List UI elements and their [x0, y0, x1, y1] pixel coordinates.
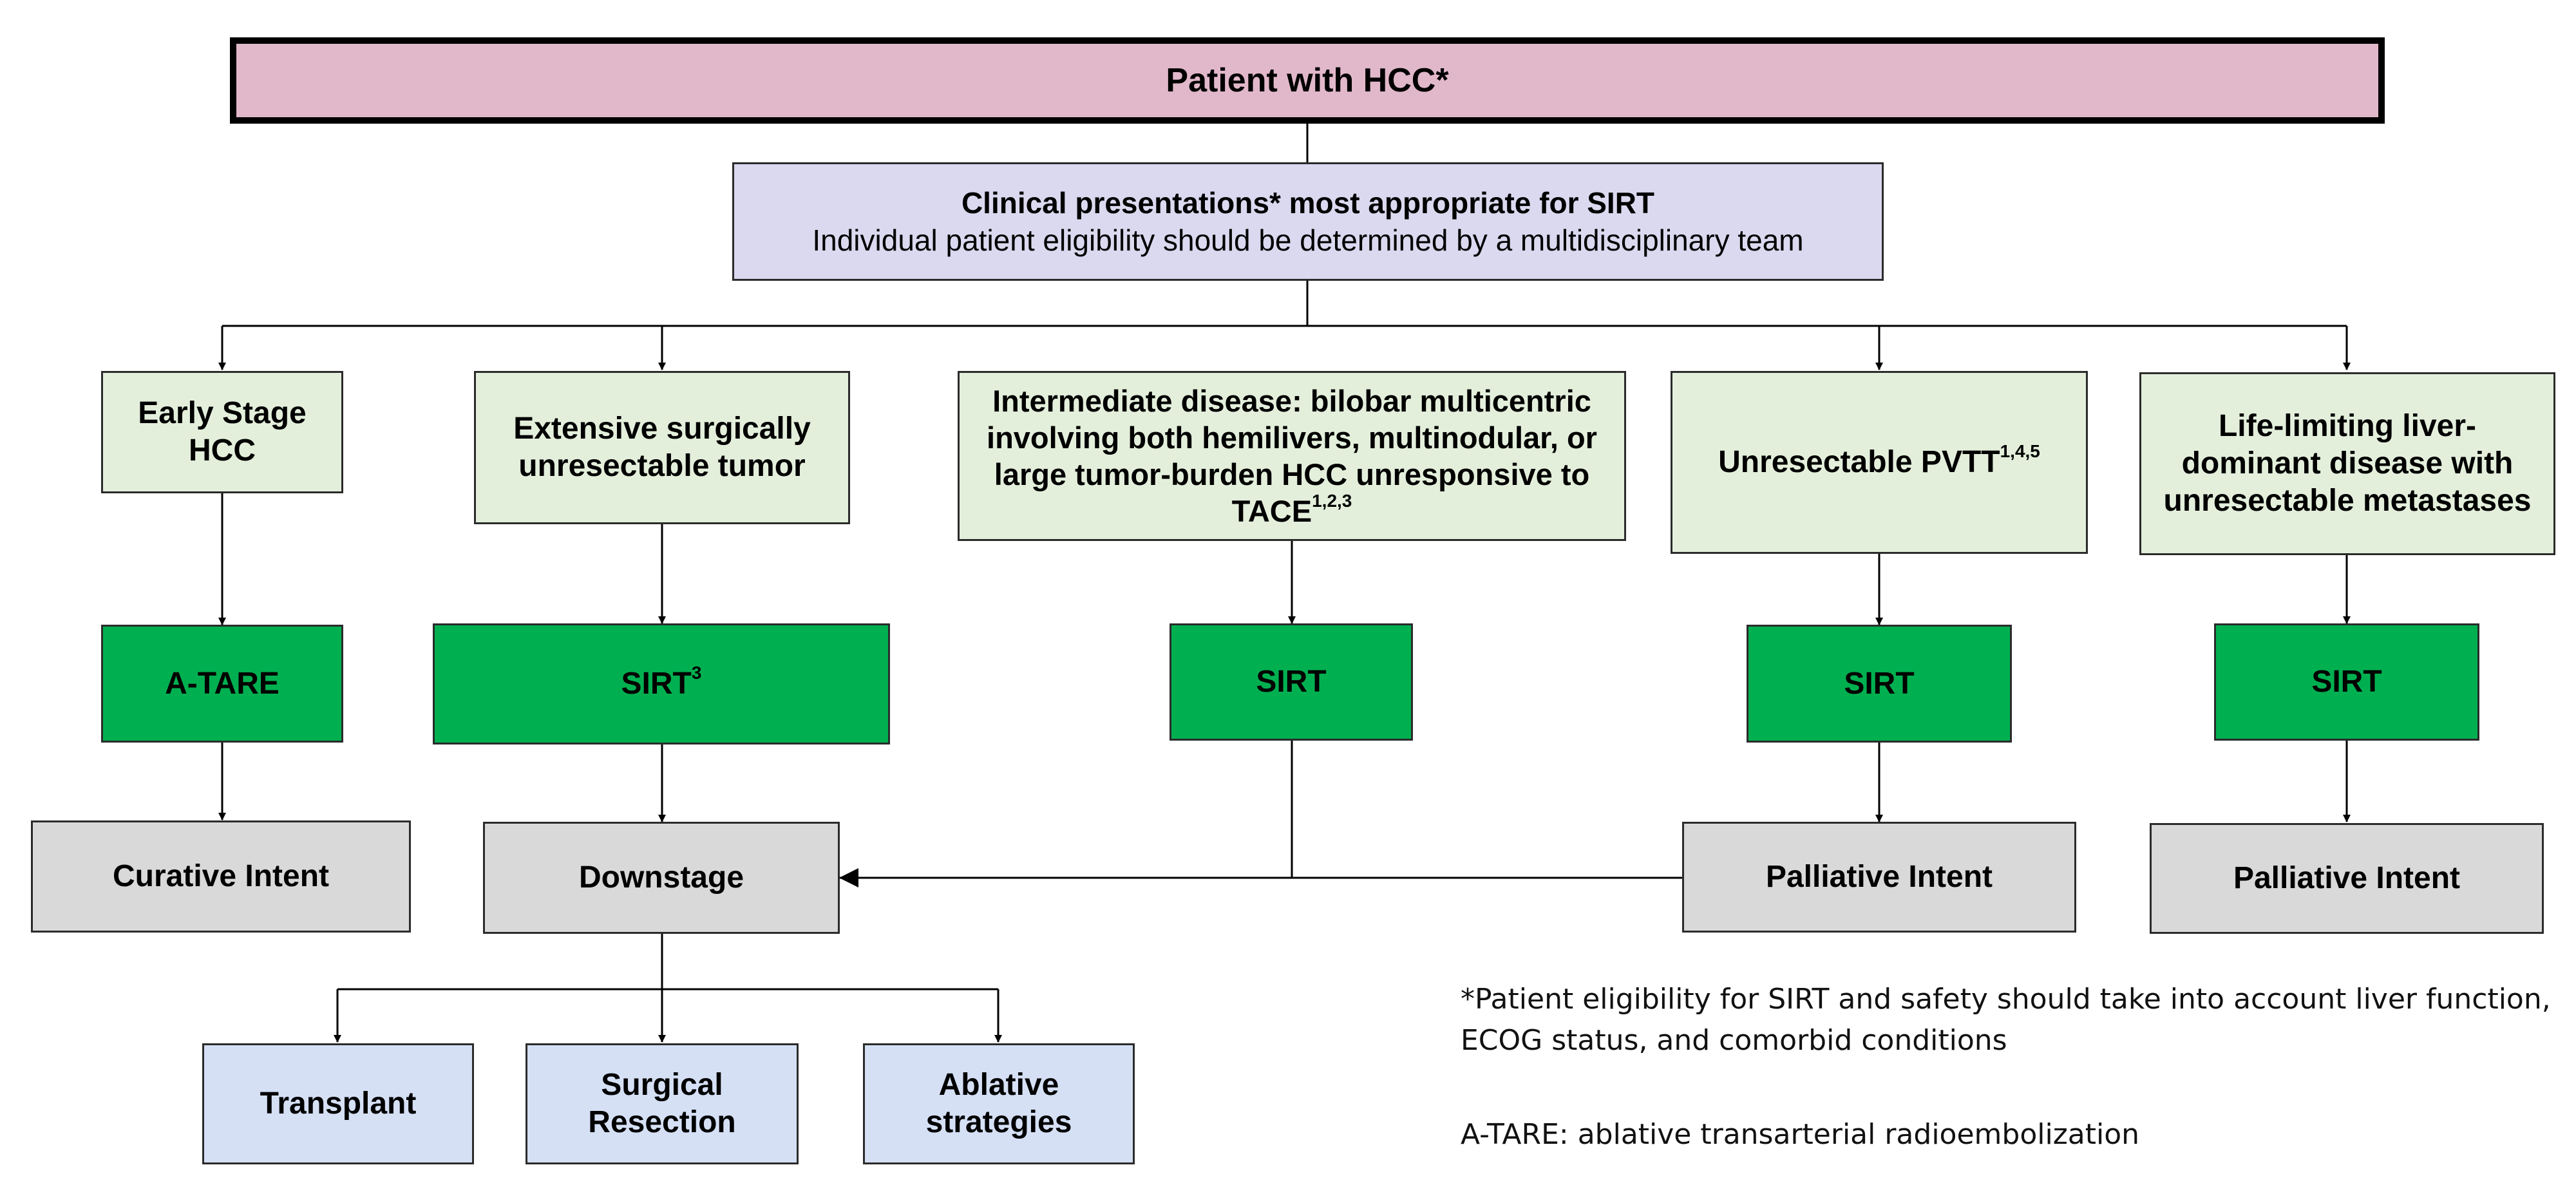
intermediate-disease-box: Intermediate disease: bilobar multicentr… — [958, 371, 1626, 541]
palliative-intent-pvtt-box: Palliative Intent — [1682, 822, 2076, 933]
clinical-presentations-box: Clinical presentations* most appropriate… — [732, 162, 1884, 281]
palliative-intent-life-box: Palliative Intent — [2150, 823, 2544, 934]
intermediate-disease-label: Intermediate disease: bilobar multicentr… — [987, 384, 1597, 528]
transplant-label: Transplant — [260, 1086, 417, 1121]
life-limiting-disease-box: Life-limiting liver-dominant disease wit… — [2139, 372, 2555, 555]
patient-with-hcc-label: Patient with HCC* — [1166, 62, 1449, 99]
atare-label: A-TARE — [165, 666, 279, 701]
sirt-lifelimiting-label: SIRT — [2311, 665, 2382, 699]
downstage-label: Downstage — [578, 860, 744, 895]
clinical-presentations-heading: Clinical presentations* most appropriate… — [961, 186, 1655, 220]
extensive-tumor-label: Extensive surgically unresectable tumor — [513, 412, 811, 483]
sirt-extensive-label: SIRT — [621, 667, 692, 701]
sirt-extensive-text: SIRT3 — [621, 663, 702, 703]
atare-box: A-TARE — [101, 625, 343, 743]
ablative-strategies-box: Ablative strategies — [863, 1043, 1135, 1164]
sirt-intermediate-label: SIRT — [1256, 665, 1327, 699]
intermediate-disease-text: Intermediate disease: bilobar multicentr… — [969, 383, 1615, 529]
curative-intent-label: Curative Intent — [112, 859, 330, 893]
downstage-box: Downstage — [483, 822, 840, 934]
early-stage-hcc-label: Early Stage HCC — [138, 396, 307, 468]
sirt-pvtt-box: SIRT — [1747, 625, 2012, 743]
atare-definition-footnote: A-TARE: ablative transarterial radioembo… — [1461, 1118, 2140, 1151]
life-limiting-disease-label: Life-limiting liver-dominant disease wit… — [2163, 409, 2532, 518]
sirt-intermediate-box: SIRT — [1170, 623, 1413, 741]
unresectable-pvtt-label: Unresectable PVTT — [1718, 445, 2000, 479]
patient-with-hcc-box: Patient with HCC* — [230, 37, 2385, 124]
clinical-presentations-subheading: Individual patient eligibility should be… — [812, 223, 1804, 257]
unresectable-pvtt-ref: 1,4,5 — [2000, 441, 2040, 461]
curative-intent-box: Curative Intent — [31, 820, 411, 933]
sirt-extensive-ref: 3 — [691, 663, 702, 683]
palliative-intent-life-label: Palliative Intent — [2233, 861, 2461, 895]
ablative-strategies-label: Ablative strategies — [925, 1068, 1072, 1139]
intermediate-disease-ref: 1,2,3 — [1312, 491, 1352, 511]
sirt-extensive-box: SIRT3 — [433, 623, 890, 744]
surgical-resection-box: Surgical Resection — [526, 1043, 799, 1164]
sirt-lifelimiting-box: SIRT — [2214, 623, 2479, 741]
palliative-intent-pvtt-label: Palliative Intent — [1765, 860, 1993, 894]
sirt-pvtt-label: SIRT — [1844, 666, 1915, 701]
early-stage-hcc-box: Early Stage HCC — [101, 371, 343, 493]
eligibility-footnote: *Patient eligibility for SIRT and safety… — [1461, 983, 2551, 1057]
surgical-resection-label: Surgical Resection — [588, 1068, 736, 1139]
transplant-box: Transplant — [202, 1043, 474, 1164]
unresectable-pvtt-box: Unresectable PVTT1,4,5 — [1671, 371, 2088, 554]
extensive-tumor-box: Extensive surgically unresectable tumor — [474, 371, 850, 524]
unresectable-pvtt-text: Unresectable PVTT1,4,5 — [1718, 441, 2040, 481]
